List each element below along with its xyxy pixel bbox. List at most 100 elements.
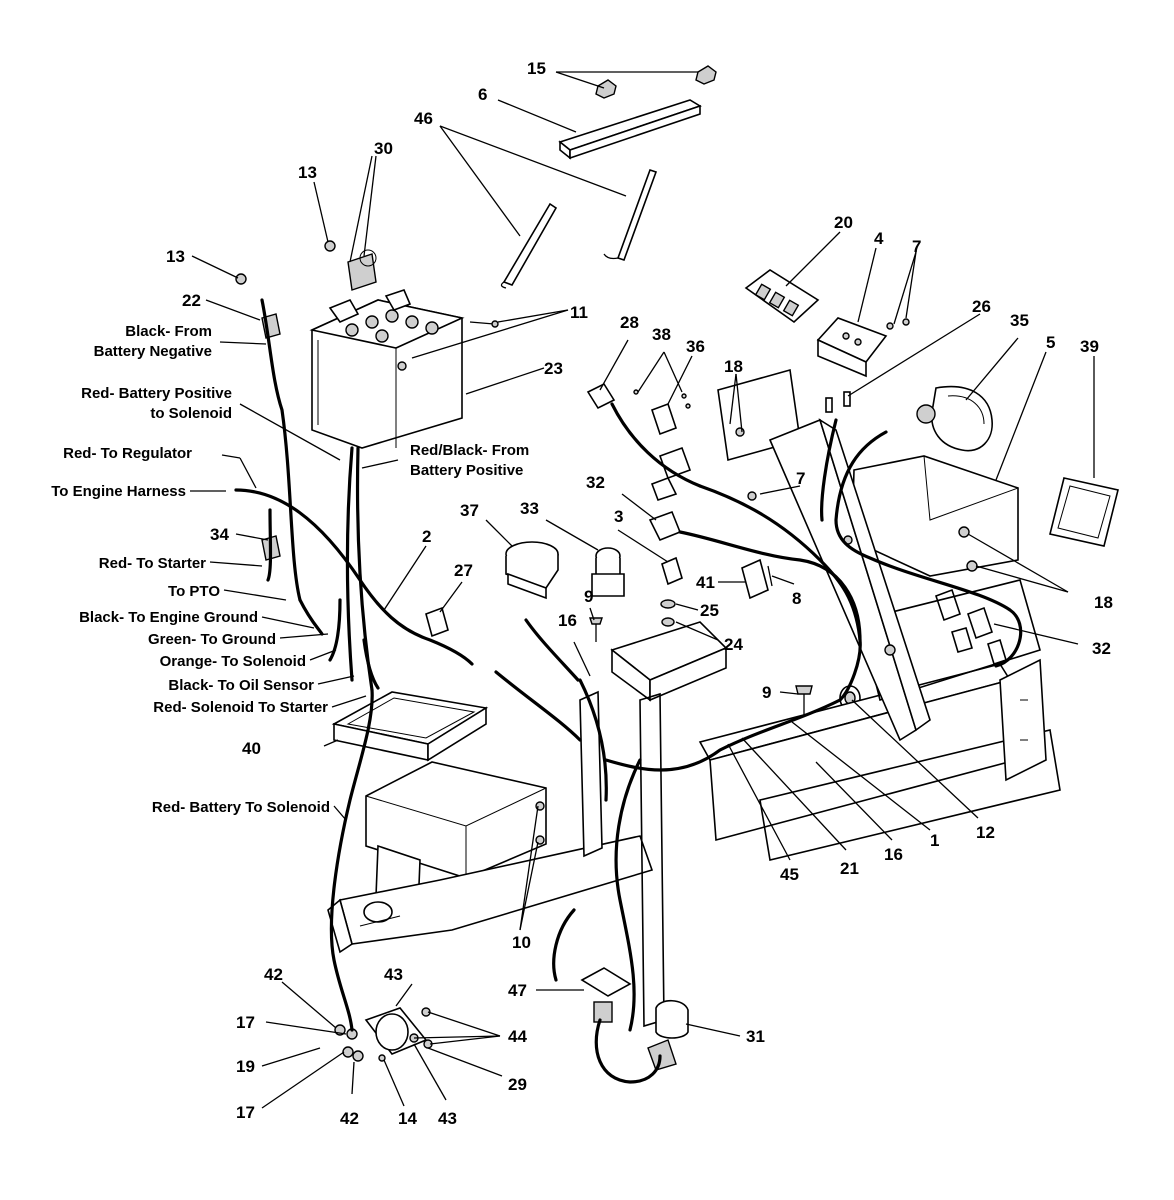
relay-28 [586,382,616,410]
bolt-9-upper [589,617,603,642]
label-orange-to-solenoid: Orange- To Solenoid [160,653,306,670]
connector-36 [650,402,692,502]
switch-33 [591,547,625,597]
switch-panel-20 [744,269,820,324]
callout-3: 3 [614,507,623,526]
connector-32-right [934,588,1007,666]
label-battery-positive: Battery Positive [410,462,523,479]
nut-25 [660,599,676,609]
callout-18-top: 18 [724,357,743,376]
callout-42-top: 42 [264,965,283,984]
bolt-15-left [595,79,617,99]
fuses-26 [825,391,851,413]
callout-39: 39 [1080,337,1099,356]
label-red-black-from: Red/Black- From [410,442,529,459]
callout-7-top: 7 [912,237,921,256]
battery-tray-40 [331,691,489,762]
label-red-battery-to-solenoid: Red- Battery To Solenoid [152,799,330,816]
battery-23 [309,289,465,449]
callout-47: 47 [508,981,527,1000]
callout-42-bottom: 42 [340,1109,359,1128]
callout-38: 38 [652,325,671,344]
callout-29: 29 [508,1075,527,1094]
fuse-38-a [633,389,639,395]
wire-labels: Black- From Battery Negative Red- Batter… [51,323,529,816]
label-red-to-regulator: Red- To Regulator [63,445,192,462]
callout-43-bottom: 43 [438,1109,457,1128]
label-to-solenoid: to Solenoid [150,405,232,422]
label-to-pto: To PTO [168,583,220,600]
callout-32-left: 32 [586,473,605,492]
chassis-frame [579,368,1061,1028]
callout-19: 19 [236,1057,255,1076]
headlight-35 [916,385,993,452]
callout-15: 15 [527,59,546,78]
callout-37: 37 [460,501,479,520]
callout-46: 46 [414,109,433,128]
ignition-part-3 [661,556,683,586]
bolt-15-right [695,65,717,85]
bolt-9-lower [795,685,813,716]
leader-lines [190,71,1095,1109]
label-black-to-oil-sensor: Black- To Oil Sensor [168,677,314,694]
callout-36: 36 [686,337,705,356]
callout-41: 41 [696,573,715,592]
callout-24: 24 [724,635,743,654]
callout-12: 12 [976,823,995,842]
callout-16-right: 16 [884,845,903,864]
ignition-switch-37 [505,541,559,600]
label-black-to-engine-ground: Black- To Engine Ground [79,609,258,626]
washer-24 [661,617,675,627]
callout-17-top: 17 [236,1013,255,1032]
callout-44: 44 [508,1027,527,1046]
callout-2: 2 [422,527,431,546]
bracket-47 [580,967,632,1023]
label-green-to-ground: Green- To Ground [148,631,276,648]
nut-13-left [235,273,247,285]
callout-7-mid: 7 [796,469,805,488]
battery-terminal-30 [347,249,377,291]
bracket-bar-6 [558,99,702,160]
callout-8: 8 [792,589,801,608]
nut-13-top [324,240,336,252]
label-red-solenoid-to-starter: Red- Solenoid To Starter [153,699,328,716]
callout-32-right: 32 [1092,639,1111,658]
callout-45: 45 [780,865,799,884]
callout-10: 10 [512,933,531,952]
seat-switch-31 [647,999,689,1071]
callout-14: 14 [398,1109,417,1128]
callout-34: 34 [210,525,229,544]
callout-9-lower: 9 [762,683,771,702]
bracket-39 [1049,477,1119,547]
callout-27: 27 [454,561,473,580]
callout-21: 21 [840,859,859,878]
callout-6: 6 [478,85,487,104]
callout-28: 28 [620,313,639,332]
callout-40: 40 [242,739,261,758]
label-red-battery-positive: Red- Battery Positive [81,385,232,402]
callout-18-right: 18 [1094,593,1113,612]
connector-32-left [648,510,682,542]
callout-17-bottom: 17 [236,1103,255,1122]
callout-20: 20 [834,213,853,232]
callout-33: 33 [520,499,539,518]
callout-11: 11 [570,303,588,322]
callout-23: 23 [544,359,563,378]
connector-27 [425,606,449,638]
callout-9-upper: 9 [584,587,593,606]
bolt-11 [469,320,499,328]
callout-16-left: 16 [558,611,577,630]
hold-down-rod-46-left [500,202,558,289]
label-red-to-starter: Red- To Starter [99,555,206,572]
callout-35: 35 [1010,311,1029,330]
callout-13-left: 13 [166,247,185,266]
bracket-4 [816,317,910,378]
callout-31: 31 [746,1027,765,1046]
bolts-10 [535,801,545,845]
callout-30: 30 [374,139,393,158]
callout-4: 4 [874,229,884,248]
label-to-engine-harness: To Engine Harness [51,483,186,500]
fuse-38-c [685,403,691,409]
